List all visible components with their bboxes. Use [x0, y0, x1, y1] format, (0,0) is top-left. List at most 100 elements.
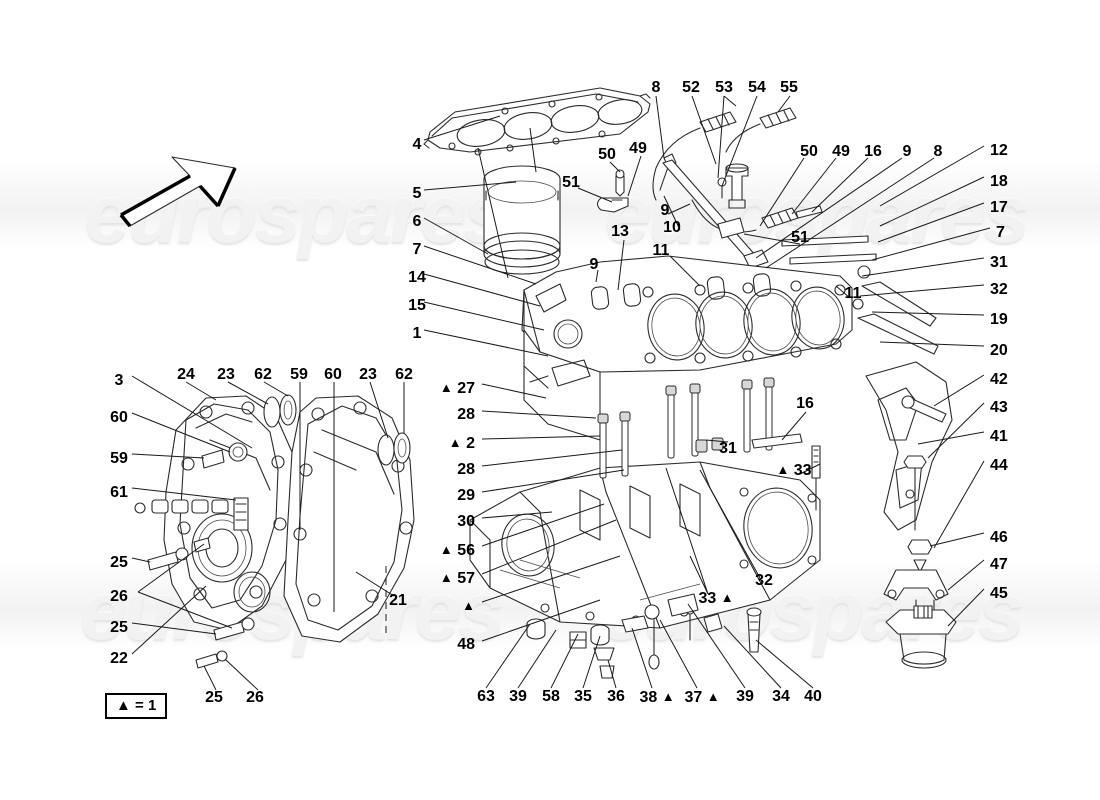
part-label-28: 28 [457, 461, 475, 478]
sensor-harness-group [596, 107, 939, 355]
part-label-49: 49 [832, 143, 850, 160]
part-label-63: 63 [477, 688, 495, 705]
head-gasket-part [423, 87, 651, 156]
part-label-50: 50 [598, 146, 616, 163]
part-label-42: 42 [990, 371, 1008, 388]
part-label-25: 25 [110, 619, 128, 636]
part-label-44: 44 [990, 457, 1008, 474]
part-label-48: 48 [457, 636, 475, 653]
part-label-28: 28 [457, 406, 475, 423]
part-label-11: 11 [652, 242, 670, 259]
part-label-9: 9 [660, 202, 670, 219]
part-label-26: 26 [246, 689, 264, 706]
part-label-53: 53 [715, 79, 733, 96]
part-label-24: 24 [177, 366, 195, 383]
part-label-45: 45 [990, 585, 1008, 602]
part-label-31: 31 [990, 254, 1008, 271]
triangle-marker-icon: ▲ [706, 689, 720, 704]
part-label-19: 19 [990, 311, 1008, 328]
part-label-32: 32 [990, 281, 1008, 298]
part-label-54: 54 [748, 79, 766, 96]
part-label-37: 37 ▲ [684, 689, 720, 706]
part-label-32: 32 [755, 572, 773, 589]
part-label-33: ▲ 33 [776, 462, 812, 479]
part-label-50: 50 [800, 143, 818, 160]
part-label-62: 62 [254, 366, 272, 383]
part-label-56: ▲ 56 [439, 542, 475, 559]
part-label-59: 59 [110, 450, 128, 467]
part-label-59: 59 [290, 366, 308, 383]
bottom-fasteners-group [526, 593, 762, 679]
part-label-39: 39 [509, 688, 527, 705]
part-label-41: 41 [990, 428, 1008, 445]
part-label-6: 6 [412, 213, 422, 230]
part-label-40: 40 [804, 688, 822, 705]
part-label-36: 36 [607, 688, 625, 705]
part-label-23: 23 [359, 366, 377, 383]
part-label-26: 26 [110, 588, 128, 605]
legend-box: ▲ = 1 [105, 693, 168, 719]
part-label-61: 61 [110, 484, 128, 501]
main-bearing-studs-group [597, 377, 821, 641]
part-label-9: 9 [589, 256, 599, 273]
part-label-2: ▲ 2 [448, 435, 475, 452]
arrow-down-left-icon [119, 156, 237, 228]
part-label-1: 1 [412, 325, 422, 342]
part-label-29: 29 [457, 487, 475, 504]
part-label-8: 8 [651, 79, 661, 96]
part-label-51: 51 [791, 229, 809, 246]
part-label-25: 25 [110, 554, 128, 571]
part-label-57: ▲ 57 [439, 570, 475, 587]
part-label-31: 31 [719, 440, 737, 457]
timing-cover-assembly [134, 394, 415, 669]
part-label-5: 5 [412, 185, 422, 202]
triangle-marker-icon: ▲ [776, 462, 790, 477]
part-label-10: 10 [663, 219, 681, 236]
part-label-47: 47 [990, 556, 1008, 573]
cylinder-liner-part [483, 165, 561, 275]
part-label-60: 60 [324, 366, 342, 383]
part-label-33: 33 ▲ [698, 590, 734, 607]
part-label-30: 30 [457, 513, 475, 530]
triangle-marker-icon: ▲ [661, 689, 675, 704]
part-label-60: 60 [110, 409, 128, 426]
triangle-marker-icon: ▲ [439, 380, 453, 395]
part-label-3: 3 [114, 372, 124, 389]
part-label-4: 4 [412, 136, 422, 153]
part-label-35: 35 [574, 688, 592, 705]
part-label-51: 51 [562, 174, 580, 191]
part-label-34: 34 [772, 688, 790, 705]
part-label-16: 16 [864, 143, 882, 160]
triangle-marker-icon: ▲ [462, 598, 475, 613]
part-label-39: 39 [736, 688, 754, 705]
part-label-25: 25 [205, 689, 223, 706]
leader-lines [131, 95, 991, 691]
part-label-11: 11 [844, 285, 862, 302]
part-label-15: 15 [408, 297, 426, 314]
engine-block-part [469, 255, 853, 629]
part-label-12: 12 [990, 142, 1008, 159]
part-label-20: 20 [990, 342, 1008, 359]
part-label-58: 58 [542, 688, 560, 705]
part-label-8: 8 [933, 143, 943, 160]
part-label-43: 43 [990, 399, 1008, 416]
part-label-triangle-only: ▲ [462, 598, 475, 615]
part-label-46: 46 [990, 529, 1008, 546]
triangle-marker-icon: ▲ [720, 590, 734, 605]
part-label-16: 16 [796, 395, 814, 412]
part-label-13: 13 [611, 223, 629, 240]
part-label-62: 62 [395, 366, 413, 383]
part-label-22: 22 [110, 650, 128, 667]
part-label-9: 9 [902, 143, 912, 160]
triangle-marker-icon: ▲ [448, 435, 462, 450]
part-label-21: 21 [389, 592, 407, 609]
part-label-52: 52 [682, 79, 700, 96]
part-label-17: 17 [990, 199, 1008, 216]
part-label-38: 38 ▲ [639, 689, 675, 706]
triangle-marker-icon: ▲ [439, 542, 453, 557]
part-label-55: 55 [780, 79, 798, 96]
part-label-7: 7 [412, 241, 422, 258]
part-label-49: 49 [629, 140, 647, 157]
